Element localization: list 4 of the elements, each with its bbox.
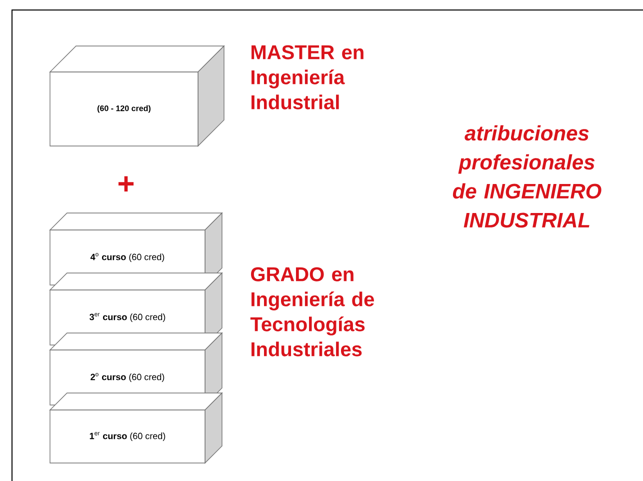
program-title: GRADO en Ingeniería de Tecnologías Industriales [250,267,374,356]
side-note: atribuciones profesionales de INGENIERO INDUSTRIAL [452,125,602,228]
plus-sign: + [118,176,134,192]
program-title: MASTER en Ingeniería Industrial [252,45,364,110]
